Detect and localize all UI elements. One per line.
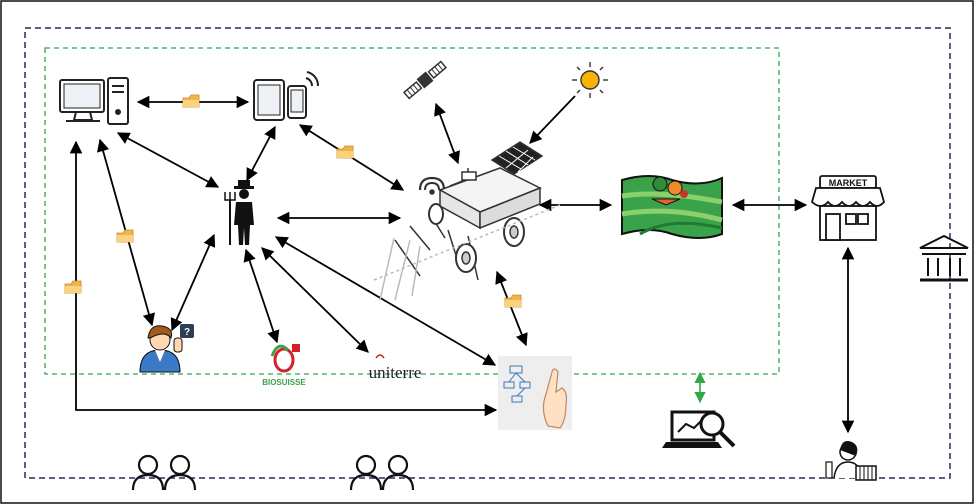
market-sign-text: MARKET bbox=[829, 178, 868, 188]
crop-field-icon bbox=[621, 175, 723, 239]
arrow-computer-farmer bbox=[116, 132, 220, 188]
market-icon: MARKET bbox=[810, 175, 886, 241]
flowchart-hand-icon bbox=[498, 356, 572, 430]
shopper-icon bbox=[825, 441, 877, 481]
arrow-farmer-flowchart bbox=[274, 236, 497, 366]
arrow-computer-flowchart bbox=[69, 140, 498, 417]
desktop-computer-icon bbox=[59, 77, 129, 125]
svg-text:?: ? bbox=[184, 327, 190, 338]
biosuisse-text: BIOSUISSE bbox=[262, 378, 306, 387]
farmer-icon bbox=[224, 180, 254, 245]
biosuisse-logo: BIOSUISSE bbox=[262, 344, 306, 387]
robot-tractor-icon bbox=[373, 141, 561, 301]
folder-icon bbox=[64, 280, 82, 294]
sun-icon bbox=[572, 62, 608, 98]
tablet-phone-icon bbox=[253, 71, 320, 121]
satellite-icon bbox=[402, 60, 448, 100]
folder-icon bbox=[116, 229, 134, 243]
arrow-farmer-biosuisse bbox=[243, 248, 280, 344]
uniterre-text: uniterre bbox=[369, 363, 422, 382]
arrow-robot-flowchart bbox=[495, 270, 528, 347]
folder-icon bbox=[336, 145, 354, 159]
uniterre-logo: uniterre bbox=[369, 354, 422, 382]
arrow-farmer-advisor bbox=[170, 233, 216, 332]
advisor-icon: ? bbox=[139, 324, 194, 373]
arrow-farmer-uniterre bbox=[261, 247, 369, 353]
people-icon bbox=[131, 454, 197, 492]
government-building-icon bbox=[919, 234, 969, 282]
analytics-laptop-icon bbox=[662, 410, 736, 448]
outer-system-boundary bbox=[24, 27, 951, 479]
arrow-tablet-farmer bbox=[246, 125, 276, 182]
arrow-sun-solar bbox=[529, 95, 576, 144]
people-icon bbox=[349, 454, 415, 492]
arrow-satellite-robot bbox=[434, 102, 460, 165]
connection-arrows bbox=[69, 95, 855, 434]
folder-icon bbox=[182, 94, 200, 108]
